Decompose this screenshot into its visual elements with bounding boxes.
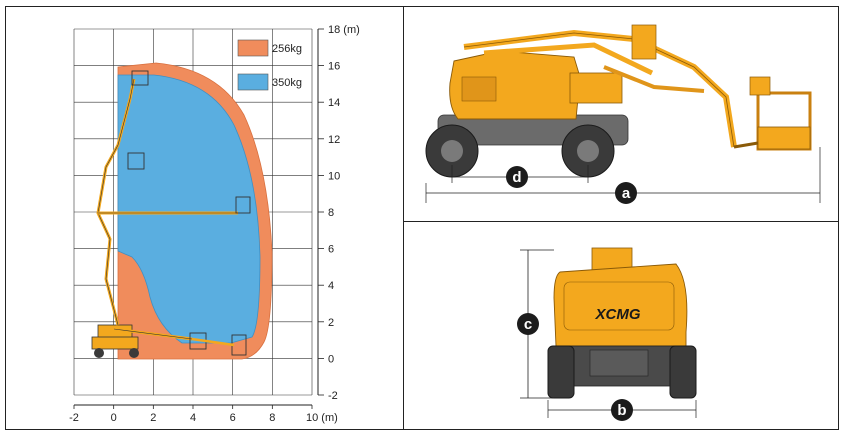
envelope-350kg <box>117 74 261 344</box>
side-view-drawing: d a <box>425 24 821 204</box>
y-tick-label: 2 <box>328 317 334 329</box>
legend-swatch-256kg <box>237 39 269 57</box>
y-tick-label: 12 <box>328 134 340 146</box>
chart-legend: 256kg 350kg <box>237 39 302 91</box>
side-view-panel: d a <box>403 6 839 222</box>
y-tick-label: 10 <box>328 170 340 182</box>
svg-text:b: b <box>617 402 626 419</box>
x-tick-label: -2 <box>69 412 79 424</box>
x-tick-label: 8 <box>269 412 275 424</box>
y-tick-label: 8 <box>328 207 334 219</box>
machine-stowed-illustration <box>91 324 247 358</box>
y-tick-label: 0 <box>328 353 334 365</box>
brand-logo: XCMG <box>595 306 641 323</box>
y-tick-label: 16 <box>328 61 340 73</box>
x-tick-label: 10 (m) <box>306 412 338 424</box>
working-range-panel: -2 0 2 4 6 8 10 (m) -2 0 2 4 6 8 10 12 14 16 18 (m) <box>5 6 404 430</box>
y-tick-label: 6 <box>328 244 334 256</box>
x-tick-label: 2 <box>150 412 156 424</box>
boom-reach-illustration <box>96 70 251 326</box>
y-tick-label: 4 <box>328 280 334 292</box>
working-range-chart: -2 0 2 4 6 8 10 (m) -2 0 2 4 6 8 10 12 14 16 18 (m) <box>69 24 360 424</box>
boom-assembly <box>463 24 737 148</box>
legend-label-350kg: 350kg <box>272 77 302 89</box>
rear-wheels <box>547 345 697 399</box>
rear-view-drawing: XCMG c b <box>517 247 697 421</box>
left-rear-wheel <box>547 345 575 399</box>
dimension-badge-c: c <box>517 313 539 335</box>
y-tick-label: -2 <box>328 390 338 402</box>
working-envelope <box>117 62 273 360</box>
x-tick-label: 4 <box>190 412 196 424</box>
wheels <box>425 124 615 178</box>
legend-label-256kg: 256kg <box>272 43 302 55</box>
dimension-badge-a: a <box>615 182 637 204</box>
rear-view-panel: XCMG c b <box>403 221 839 430</box>
legend-swatch-350kg <box>237 73 269 91</box>
y-tick-label: 18 (m) <box>328 24 360 36</box>
x-tick-label: 0 <box>111 412 117 424</box>
x-tick-label: 6 <box>230 412 236 424</box>
dimension-badge-d: d <box>506 166 528 188</box>
dimension-badge-b: b <box>611 399 633 421</box>
svg-text:a: a <box>622 185 631 202</box>
svg-text:d: d <box>512 169 521 186</box>
y-tick-label: 14 <box>328 97 340 109</box>
axis-ticks: -2 0 2 4 6 8 10 (m) -2 0 2 4 6 8 10 12 14 16 18 (m) <box>69 24 360 424</box>
rear-body: XCMG <box>553 247 689 387</box>
platform-basket <box>733 76 812 151</box>
svg-text:c: c <box>524 316 532 333</box>
right-rear-wheel <box>669 345 697 399</box>
